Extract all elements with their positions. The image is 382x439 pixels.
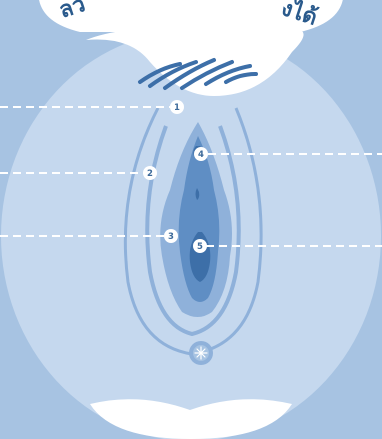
- marker-1: 1: [170, 100, 184, 114]
- marker-5: 5: [193, 239, 207, 253]
- marker-5-label: 5: [197, 242, 203, 252]
- asterisk-flower-icon: [189, 341, 213, 365]
- marker-1-label: 1: [174, 103, 180, 113]
- marker-4-label: 4: [198, 150, 204, 160]
- marker-4: 4: [194, 147, 208, 161]
- marker-3-label: 3: [168, 232, 174, 242]
- marker-2-label: 2: [147, 169, 153, 179]
- title-banner: ลว งได้: [38, 0, 343, 32]
- marker-2: 2: [143, 166, 157, 180]
- marker-3: 3: [164, 229, 178, 243]
